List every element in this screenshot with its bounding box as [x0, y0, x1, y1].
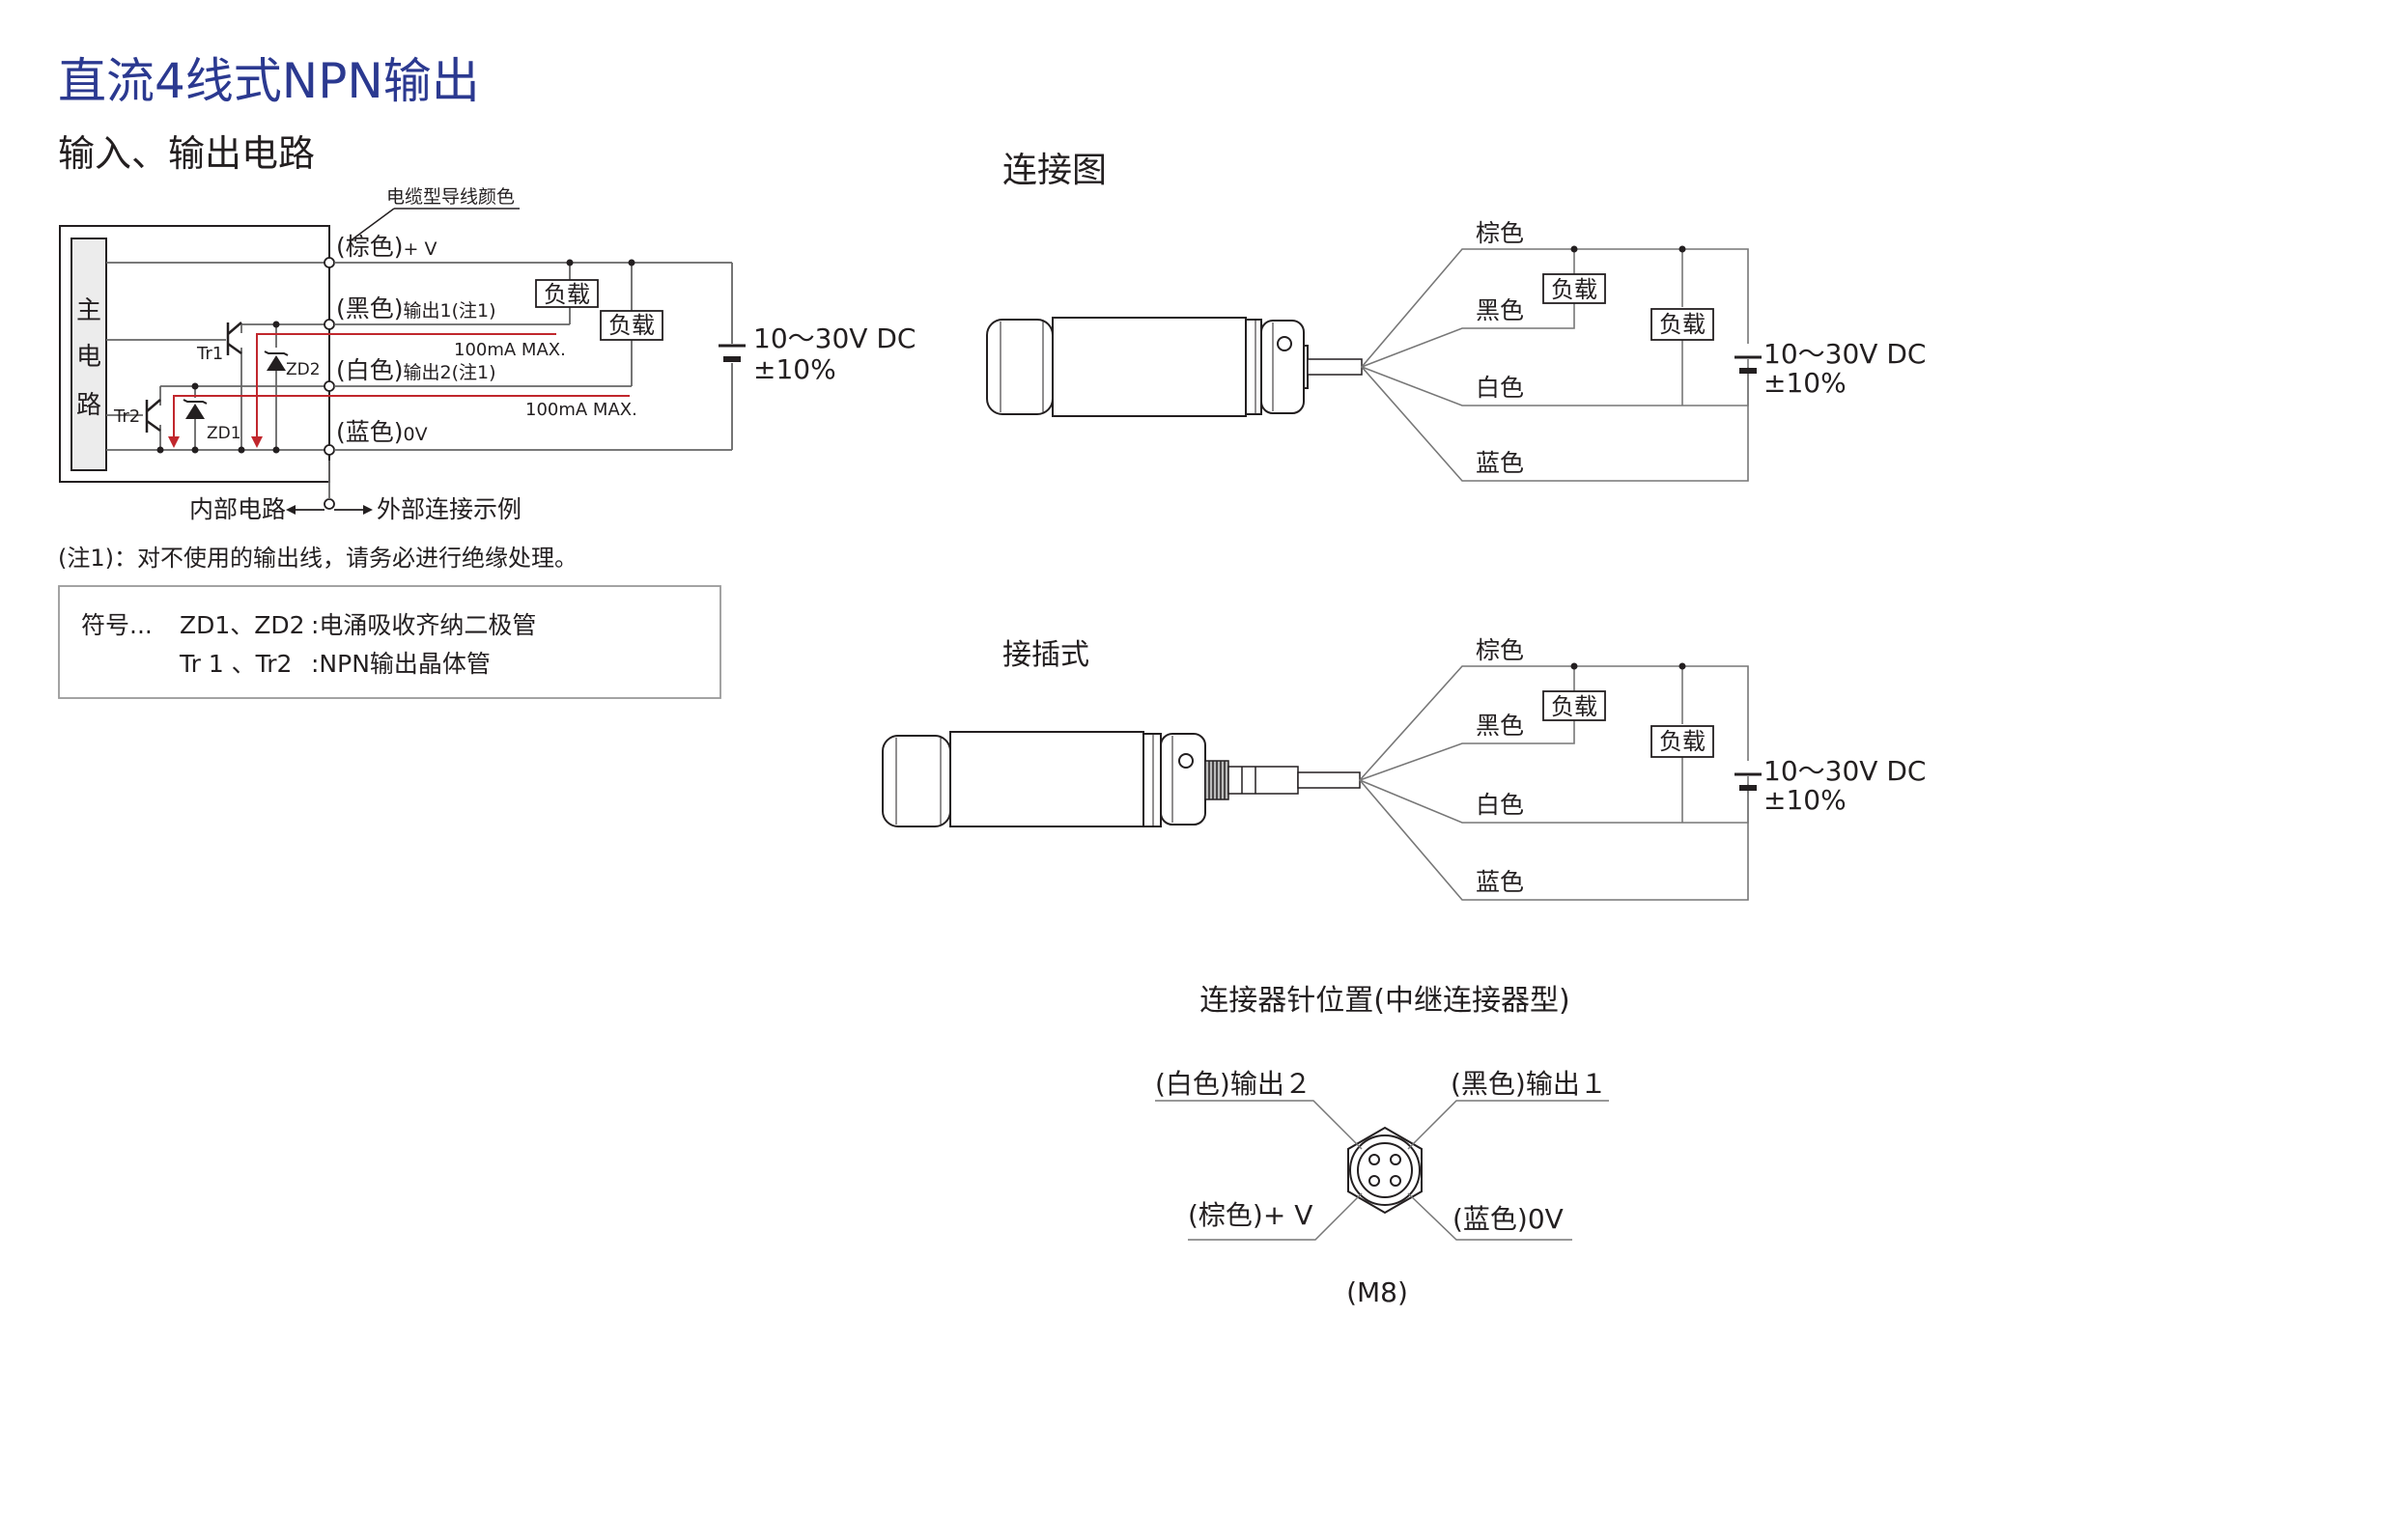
main-circuit-label-2: 电: [76, 343, 101, 372]
external-junctions: [566, 259, 635, 266]
supply-tolerance-label: ±10%: [753, 353, 836, 385]
load-box-2: [600, 310, 663, 341]
battery-icon: [719, 344, 746, 362]
plug-load-label-1: 负载: [1551, 693, 1597, 720]
plug-supply-tolerance: ±10%: [1763, 784, 1847, 816]
cable-load-label-1: 负载: [1551, 276, 1597, 303]
symbol-legend-box: [58, 585, 721, 699]
plug-load-box-1: [1542, 690, 1606, 721]
plug-sensor-shading: [895, 734, 1173, 826]
zd1-zener-icon: [183, 399, 208, 419]
plug-load-label-2: 负载: [1659, 728, 1706, 755]
connector-pinout-icon: [1347, 1126, 1423, 1215]
cable-junctions: [1570, 245, 1686, 253]
load-box-1: [535, 279, 599, 308]
tr2-label: Tr2: [113, 406, 140, 427]
plug-wire-black: 黑色: [1476, 712, 1524, 740]
plug-wire-brown: 棕色: [1476, 636, 1524, 664]
external-wires: [328, 262, 733, 499]
connection-heading: 连接图: [1002, 151, 1107, 190]
symbol-row2-value: :NPN输出晶体管: [311, 650, 491, 678]
symbol-prefix: 符号...: [81, 611, 153, 639]
max-current-label-2: 100mA MAX.: [525, 400, 637, 420]
cable-wire-brown: 棕色: [1476, 219, 1524, 247]
plug-load-box-2: [1650, 725, 1714, 758]
pin-brown-plus-v: (棕色)+ V: [1188, 1199, 1312, 1231]
connector-size-label: (M8): [1346, 1276, 1408, 1308]
main-circuit-label-3: 路: [76, 391, 101, 420]
page-title: 直流4线式NPN输出: [58, 53, 480, 109]
cable-wire-black: 黑色: [1476, 296, 1524, 324]
plug-connector-icon: [1204, 760, 1361, 800]
cable-supply-tolerance: ±10%: [1763, 367, 1847, 399]
max-current-label-1: 100mA MAX.: [454, 340, 566, 360]
cable-icon: [1307, 358, 1363, 376]
plug-wire-white: 白色: [1476, 791, 1524, 819]
plug-wire-blue: 蓝色: [1476, 868, 1524, 896]
current-arrow-2-icon: [168, 436, 180, 448]
cable-load-box-1: [1542, 273, 1606, 304]
cable-load-box-2: [1650, 308, 1714, 341]
plug-wire-fan: [1359, 665, 1749, 901]
pinout-heading: 连接器针位置(中继连接器型): [1199, 984, 1569, 1018]
internal-junctions: [156, 321, 280, 454]
zd2-label: ZD2: [286, 360, 321, 379]
load-label-2: 负载: [608, 312, 655, 339]
load-label-1: 负载: [544, 281, 590, 308]
tr1-transistor-icon: [226, 322, 242, 355]
pin-black-output1: (黑色)输出１: [1451, 1068, 1607, 1100]
sensor-enclosure: [59, 225, 330, 483]
cable-supply-voltage: 10～30V DC: [1763, 338, 1926, 370]
brown-terminal-label: (棕色)+ V: [336, 233, 437, 261]
pin-white-output2: (白色)输出２: [1155, 1068, 1311, 1100]
main-circuit-label-1: 主: [76, 296, 101, 325]
pinout-leaders: [1155, 1100, 1609, 1241]
cable-sensor-shading: [1000, 320, 1274, 414]
internal-circuit-label: 内部电路: [189, 495, 286, 523]
plug-battery-icon: [1734, 772, 1762, 791]
plug-sensor-body: [882, 731, 1206, 827]
cable-wire-fan: [1361, 248, 1749, 482]
symbol-row1-key: ZD1、ZD2: [180, 611, 305, 639]
cable-wire-blue: 蓝色: [1476, 449, 1524, 477]
tr1-label: Tr1: [196, 344, 223, 364]
arrow-right-icon: [363, 505, 373, 515]
cable-sensor-mount-hole: [1277, 336, 1292, 351]
arrow-left-icon: [286, 505, 296, 515]
white-terminal-label: (白色)输出2(注1): [336, 356, 496, 384]
tr2-transistor-icon: [145, 399, 161, 433]
symbol-row1-value: :电涌吸收齐纳二极管: [311, 611, 536, 639]
black-terminal-label: (黑色)输出1(注1): [336, 294, 496, 322]
plug-sensor-mount-hole: [1178, 753, 1194, 769]
cable-color-leader-diag: [349, 208, 395, 242]
supply-voltage-label: 10～30V DC: [753, 322, 916, 354]
current-path-lines: [173, 333, 630, 444]
symbol-row2-key: Tr 1 、Tr2: [179, 650, 292, 678]
cable-wire-white: 白色: [1476, 374, 1524, 402]
plug-junctions: [1570, 662, 1686, 670]
current-arrow-1-icon: [251, 436, 263, 448]
cable-load-label-2: 负载: [1659, 311, 1706, 338]
cable-battery-icon: [1734, 355, 1762, 374]
pin-blue-0v: (蓝色)0V: [1452, 1203, 1564, 1235]
circuit-heading: 输入、输出电路: [58, 132, 315, 175]
plug-supply-voltage: 10～30V DC: [1763, 755, 1926, 787]
main-circuit-block: [70, 238, 107, 471]
blue-terminal-label: (蓝色)0V: [336, 418, 428, 446]
zd1-label: ZD1: [207, 424, 241, 443]
cable-color-note: 电缆型导线颜色: [386, 186, 515, 208]
zd2-zener-icon: [264, 350, 289, 371]
cable-sensor-body: [986, 317, 1309, 417]
external-connection-label: 外部连接示例: [377, 495, 522, 523]
circuit-note: (注1)：对不使用的输出线，请务必进行绝缘处理。: [58, 545, 578, 572]
plug-in-heading: 接插式: [1002, 638, 1089, 672]
